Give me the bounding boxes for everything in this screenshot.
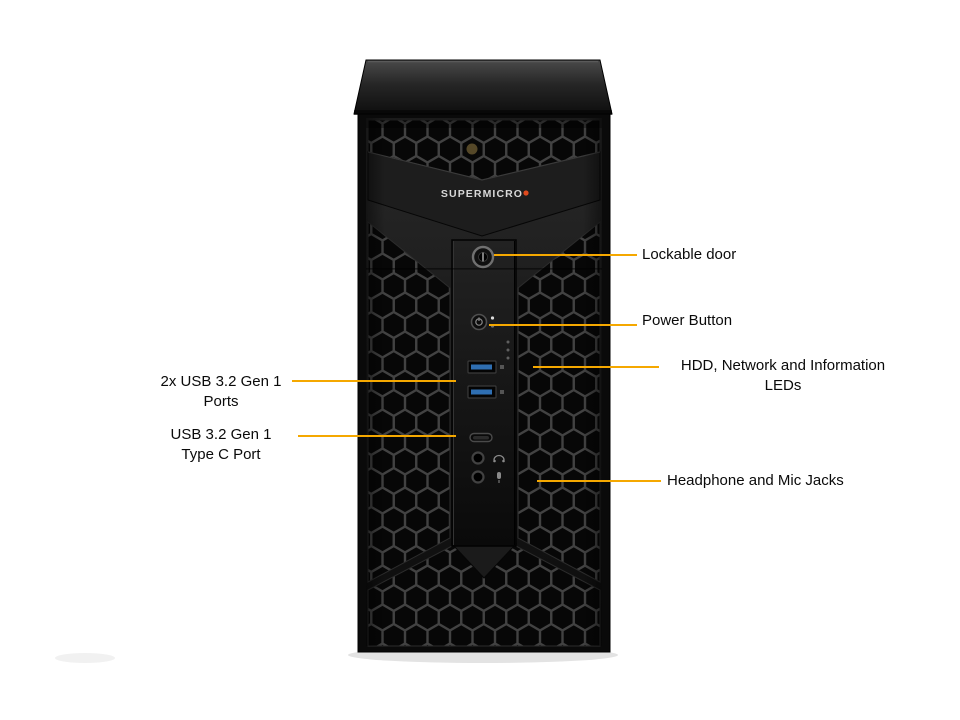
callout-label-usb-typec: USB 3.2 Gen 1 Type C Port [170,426,272,463]
paper-smudge [55,653,115,663]
callout-label-usb-ports: 2x USB 3.2 Gen 1 Ports [160,373,282,410]
chassis-front-panel: SUPERMICRO [357,113,611,653]
callout-label-power-button: Power Button [642,312,733,329]
callout-line-headphone [537,480,661,482]
callout-label-leds: HDD, Network and Information LEDs [680,357,886,394]
callout-line-usb-ports [292,380,456,382]
callout-line-power-button [489,324,637,326]
chassis-top-lid [353,59,613,115]
callout-label-headphone: Headphone and Mic Jacks [667,472,844,489]
callout-line-lockable-door [494,254,637,256]
callout-label-lockable-door: Lockable door [642,246,737,263]
callout-line-usb-typec [298,435,456,437]
callout-line-leds [533,366,659,368]
